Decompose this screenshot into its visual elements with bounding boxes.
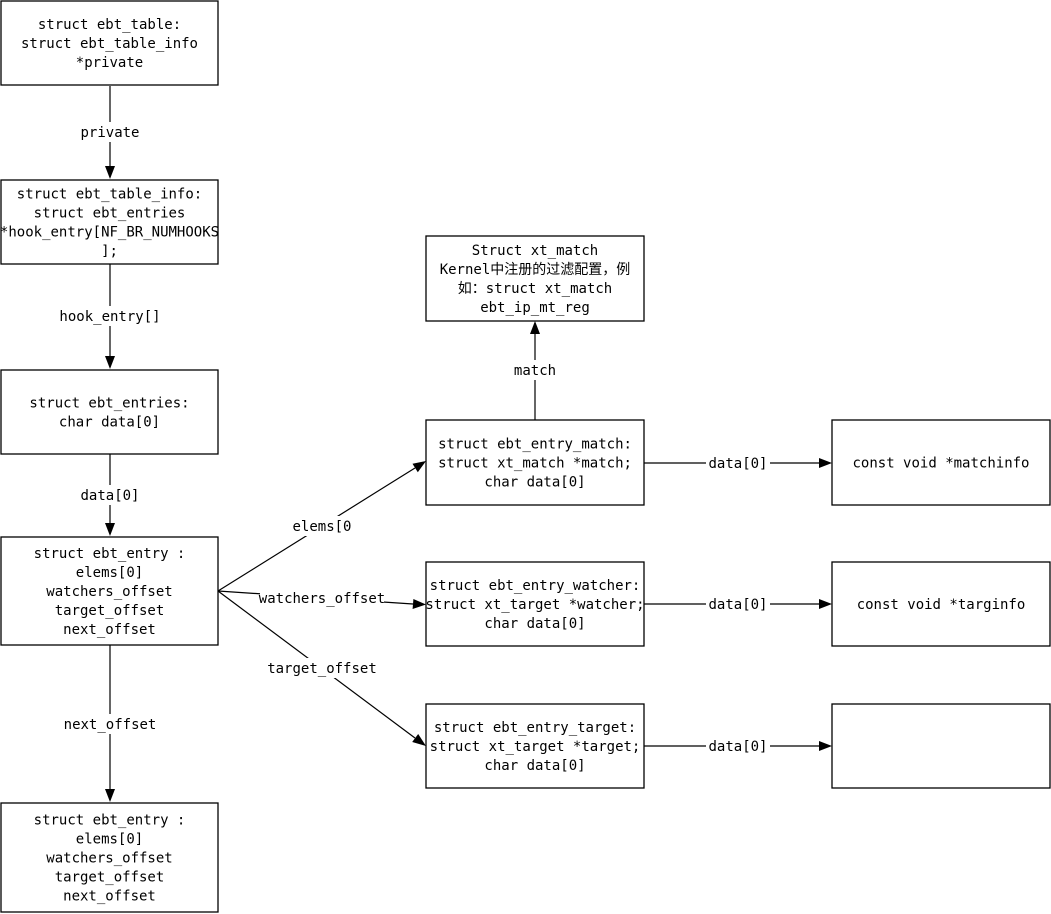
node-text-line: struct xt_match *match; <box>438 456 632 472</box>
node-text-line: char data[0] <box>484 616 585 632</box>
node-matchinfo: const void *matchinfo <box>831 419 1051 506</box>
node-text-line: Kernel中注册的过滤配置，例 <box>440 262 631 278</box>
node-text-line: struct ebt_entry_match: <box>438 437 632 453</box>
node-text-line: next_offset <box>63 622 156 638</box>
node-ebt-entry-2: struct ebt_entry : elems[0] watchers_offse… <box>0 802 219 913</box>
node-text-line: struct xt_target *target; <box>430 739 641 755</box>
edge-hook-entry: hook_entry[] <box>58 264 162 369</box>
node-entry-watcher: struct ebt_entry_watcher:struct xt_targe… <box>425 561 645 647</box>
node-ebt-table: struct ebt_table:struct ebt_table_info *p… <box>0 0 219 86</box>
node-text-line: next_offset <box>63 889 156 905</box>
node-ebt-entry-1: struct ebt_entry : elems[0] watchers_offse… <box>0 536 219 646</box>
node-text-line: *hook_entry[NF_BR_NUMHOOKS <box>0 225 219 241</box>
node-text-line: struct ebt_table_info <box>21 36 198 52</box>
node-xt-match: Struct xt_matchKernel中注册的过滤配置，例如：struct … <box>425 235 645 322</box>
node-text-line: 如：struct xt_match <box>458 281 612 297</box>
node-text-line: watchers_offset <box>46 584 172 600</box>
edge-match: match <box>509 321 561 420</box>
node-target-data <box>831 703 1051 789</box>
node-text-line: char data[0] <box>59 415 160 431</box>
edge-label-elems: elems[0 <box>292 519 351 535</box>
edge-label-data-watcher: data[0] <box>708 597 767 613</box>
node-text-line: struct ebt_table_info: <box>17 187 202 203</box>
node-text-line: struct ebt_entry_target: <box>434 720 636 736</box>
edge-next-offset: next_offset <box>62 645 158 802</box>
node-text-line: struct ebt_table: <box>38 17 181 33</box>
edge-data-watcher: data[0] <box>644 594 832 614</box>
node-text-line: target_offset <box>55 870 165 886</box>
edge-elems: elems[0 <box>217 461 426 592</box>
node-text-line: struct ebt_entries: <box>29 396 189 412</box>
node-text-line: elems[0] <box>76 565 143 581</box>
node-text-line: char data[0] <box>484 758 585 774</box>
edge-target-offset: target_offset <box>217 590 426 746</box>
edge-label-private: private <box>80 125 139 141</box>
node-ebt-table-info: struct ebt_table_info:struct ebt_entries… <box>0 179 219 265</box>
node-text-line: *private <box>76 55 143 71</box>
node-text-line: elems[0] <box>76 832 143 848</box>
node-text-line: struct ebt_entries <box>34 206 186 222</box>
edge-data-entries: data[0] <box>78 454 142 536</box>
node-ebt-entries: struct ebt_entries:char data[0] <box>0 369 219 455</box>
node-text-line: watchers_offset <box>46 851 172 867</box>
node-text-line: target_offset <box>55 603 165 619</box>
node-text-line: const void *matchinfo <box>852 456 1029 472</box>
edge-label-data-entries: data[0] <box>80 488 139 504</box>
edge-label-match: match <box>514 363 556 379</box>
edge-label-target-offset: target_offset <box>267 661 377 677</box>
edge-data-match: data[0] <box>644 453 832 473</box>
node-text-line: ebt_ip_mt_reg <box>480 300 590 316</box>
node-entry-match: struct ebt_entry_match:struct xt_match *… <box>425 419 645 506</box>
node-text-line: struct ebt_entry : <box>34 546 186 562</box>
node-entry-target: struct ebt_entry_target:struct xt_target… <box>425 703 645 789</box>
edge-label-watchers-offset: watchers_offset <box>259 591 385 607</box>
edge-data-target: data[0] <box>644 736 832 756</box>
node-targinfo: const void *targinfo <box>831 561 1051 647</box>
edge-label-data-target: data[0] <box>708 739 767 755</box>
edge-private: private <box>76 86 144 179</box>
edge-label-next-offset: next_offset <box>64 717 157 733</box>
edge-watchers-offset: watchers_offset <box>217 588 426 609</box>
edge-label-hook-entry: hook_entry[] <box>59 309 160 325</box>
node-text-line: char data[0] <box>484 475 585 491</box>
node-text-line: struct ebt_entry : <box>34 813 186 829</box>
node-text-line: struct ebt_entry_watcher: <box>430 578 641 594</box>
node-text-line: ]; <box>101 244 118 260</box>
node-text-line: Struct xt_match <box>472 243 598 259</box>
edge-label-data-match: data[0] <box>708 456 767 472</box>
node-text-line: const void *targinfo <box>857 597 1026 613</box>
node-text-line: struct xt_target *watcher; <box>425 597 644 613</box>
